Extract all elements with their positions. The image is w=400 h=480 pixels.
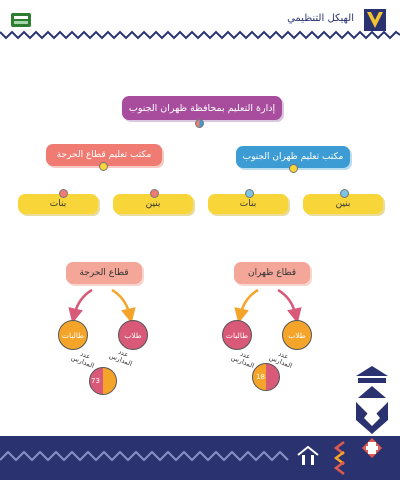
leaf-connector-dot — [340, 189, 349, 198]
arrow-to-boys — [111, 288, 136, 324]
leaf-label: بنات — [239, 199, 257, 209]
sector-label: قطاع ظهران — [247, 268, 297, 278]
boys-label: طلاب — [124, 330, 142, 340]
office-label: مكتب تعليم قطاع الحرجة — [56, 150, 152, 160]
school-count-pie — [89, 367, 117, 395]
girls-circle: طالبات — [222, 320, 252, 350]
leaf-connector-dot — [150, 189, 159, 198]
sector-node-dhahran: قطاع ظهران — [234, 262, 310, 284]
boys-label: طلاب — [288, 330, 306, 340]
arrow-to-girls — [68, 288, 93, 324]
sector-node-alharja: قطاع الحرجة — [66, 262, 142, 284]
root-node-education-administration: إدارة التعليم بمحافظة ظهران الجنوب — [122, 96, 282, 120]
office-connector-dot — [289, 164, 298, 173]
sector-label: قطاع الحرجة — [79, 268, 129, 278]
root-node-label: إدارة التعليم بمحافظة ظهران الجنوب — [128, 102, 276, 114]
leaf-connector-dot — [245, 189, 254, 198]
page-title: الهيكل التنظيمي — [287, 13, 354, 24]
arrow-to-boys — [277, 288, 302, 324]
leaf-node-girls: بنات — [208, 194, 288, 214]
leaf-node-boys: بنين — [113, 194, 193, 214]
ministry-logo-icon — [364, 9, 386, 31]
office-node-alharja: مكتب تعليم قطاع الحرجة — [46, 144, 162, 166]
school-count-value: 73 — [91, 377, 100, 385]
school-count-pie — [252, 363, 280, 391]
leaf-label: بنات — [49, 199, 67, 209]
decorative-chevrons-pattern — [333, 441, 345, 475]
leaf-node-girls: بنات — [18, 194, 98, 214]
office-connector-dot — [99, 162, 108, 171]
header-zigzag-border — [0, 30, 400, 40]
leaf-node-boys: بنين — [303, 194, 383, 214]
book-badge-icon — [11, 13, 31, 27]
arrow-to-girls — [234, 288, 259, 324]
boys-circle: طلاب — [282, 320, 312, 350]
leaf-connector-dot — [59, 189, 68, 198]
girls-label: طالبات — [225, 330, 249, 340]
office-node-dhahran: مكتب تعليم ظهران الجنوب — [236, 146, 350, 168]
girls-circle: طالبات — [58, 320, 88, 350]
root-connector-dot — [195, 119, 204, 128]
boys-circle: طلاب — [118, 320, 148, 350]
girls-label: طالبات — [61, 330, 85, 340]
decorative-sadu-motif — [352, 364, 392, 480]
leaf-label: بنين — [145, 199, 161, 209]
footer-zigzag-pattern — [0, 450, 289, 462]
school-count-value: 18 — [256, 373, 265, 381]
office-label: مكتب تعليم ظهران الجنوب — [242, 152, 344, 162]
leaf-label: بنين — [335, 199, 351, 209]
home-icon[interactable] — [296, 444, 320, 468]
